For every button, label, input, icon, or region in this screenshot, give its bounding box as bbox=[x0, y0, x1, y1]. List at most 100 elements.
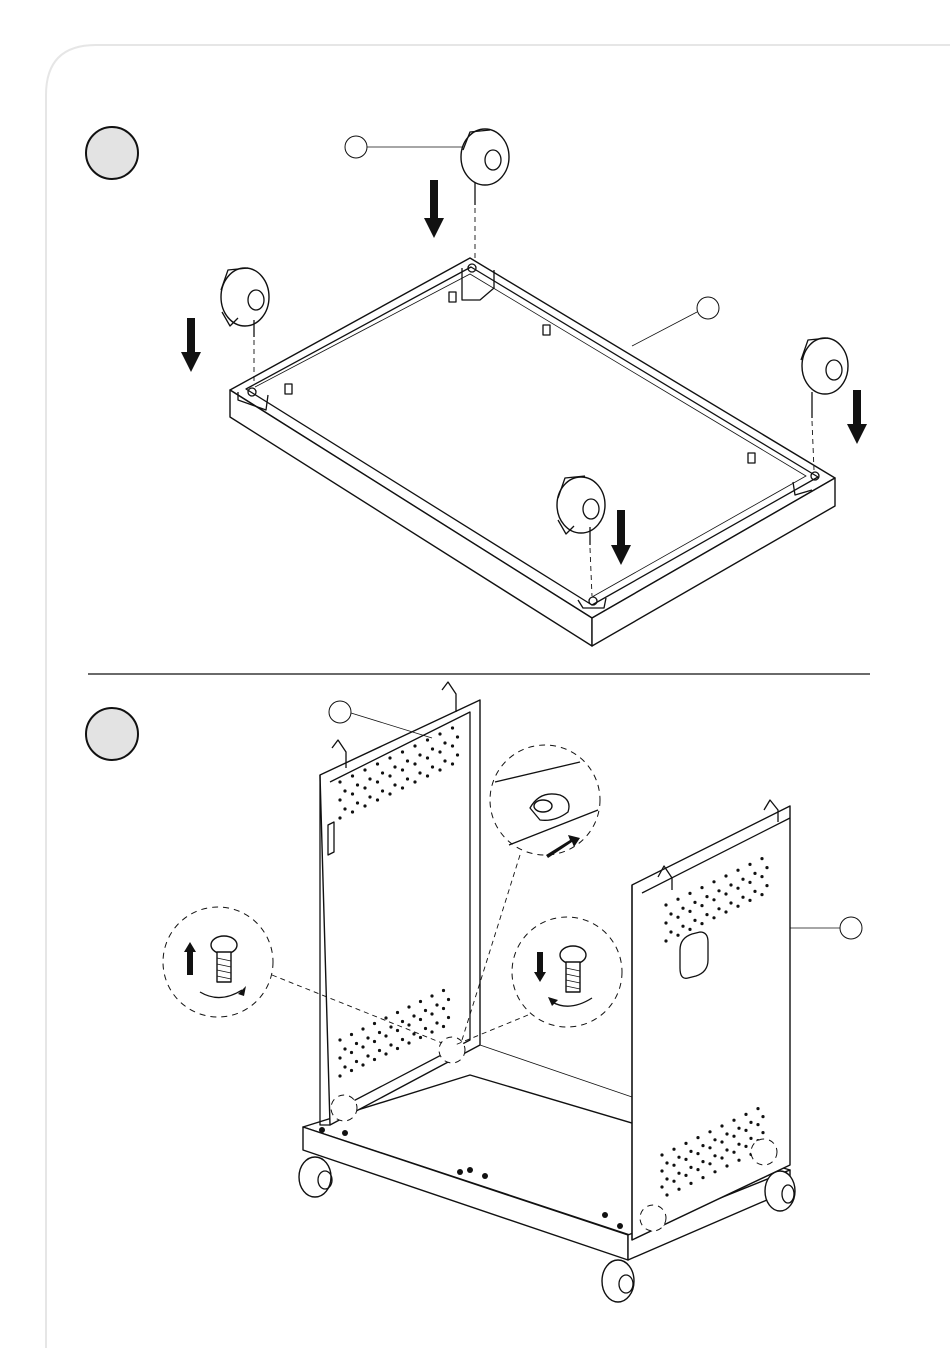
perforation-hole bbox=[447, 998, 450, 1001]
perforation-hole bbox=[373, 1022, 376, 1025]
perforation-hole bbox=[388, 774, 391, 777]
perforation-hole bbox=[729, 901, 732, 904]
perforation-hole bbox=[660, 1185, 663, 1188]
perforation-hole bbox=[705, 913, 708, 916]
perforation-hole bbox=[736, 869, 739, 872]
perforation-hole bbox=[363, 804, 366, 807]
perforation-hole bbox=[363, 768, 366, 771]
perforation-hole bbox=[356, 801, 359, 804]
perforation-hole bbox=[351, 810, 354, 813]
perforation-hole bbox=[677, 1188, 680, 1191]
perforation-hole bbox=[396, 1011, 399, 1014]
perforation-hole bbox=[343, 807, 346, 810]
perforation-hole bbox=[713, 1170, 716, 1173]
perforation-hole bbox=[355, 1060, 358, 1063]
perforation-hole bbox=[442, 1007, 445, 1010]
perforation-hole bbox=[373, 1040, 376, 1043]
perforation-hole bbox=[418, 753, 421, 756]
perforation-hole bbox=[676, 934, 679, 937]
step-1-badge bbox=[86, 127, 138, 179]
perforation-hole bbox=[443, 759, 446, 762]
perforation-hole bbox=[688, 928, 691, 931]
perforation-hole bbox=[456, 735, 459, 738]
perforation-hole bbox=[435, 1021, 438, 1024]
perforation-hole bbox=[761, 1131, 764, 1134]
perforation-hole bbox=[688, 892, 691, 895]
perforation-hole bbox=[672, 1164, 675, 1167]
perforation-hole bbox=[689, 1166, 692, 1169]
perforation-hole bbox=[724, 874, 727, 877]
perforation-hole bbox=[684, 1174, 687, 1177]
perforation-hole bbox=[765, 884, 768, 887]
perforation-hole bbox=[388, 756, 391, 759]
perforation-hole bbox=[696, 1136, 699, 1139]
perforation-hole bbox=[401, 786, 404, 789]
perforation-hole bbox=[741, 896, 744, 899]
perforation-hole bbox=[660, 1153, 663, 1156]
step-1 bbox=[86, 127, 867, 646]
perforation-hole bbox=[338, 780, 341, 783]
perforation-hole bbox=[406, 777, 409, 780]
perforation-hole bbox=[717, 889, 720, 892]
perforation-hole bbox=[753, 872, 756, 875]
perforation-hole bbox=[720, 1124, 723, 1127]
perforation-hole bbox=[393, 783, 396, 786]
perforation-hole bbox=[368, 777, 371, 780]
perforation-hole bbox=[431, 765, 434, 768]
perforation-hole bbox=[681, 925, 684, 928]
perforation-hole bbox=[373, 1058, 376, 1061]
perforation-hole bbox=[343, 789, 346, 792]
perforation-hole bbox=[401, 1020, 404, 1023]
perforation-hole bbox=[700, 922, 703, 925]
perforation-hole bbox=[744, 1145, 747, 1148]
perforation-hole bbox=[741, 878, 744, 881]
wheel-front bbox=[602, 1260, 634, 1302]
perforation-hole bbox=[451, 762, 454, 765]
perforation-hole bbox=[376, 762, 379, 765]
caster-top bbox=[424, 129, 509, 262]
perforation-hole bbox=[430, 1012, 433, 1015]
perforation-hole bbox=[701, 1160, 704, 1163]
perforation-hole bbox=[708, 1146, 711, 1149]
perforation-hole bbox=[412, 1032, 415, 1035]
perforation-hole bbox=[701, 1144, 704, 1147]
perforation-hole bbox=[696, 1152, 699, 1155]
perforation-hole bbox=[338, 1038, 341, 1041]
perforation-hole bbox=[744, 1129, 747, 1132]
perforation-hole bbox=[338, 798, 341, 801]
perforation-hole bbox=[701, 1176, 704, 1179]
perforation-hole bbox=[381, 771, 384, 774]
perforation-hole bbox=[748, 863, 751, 866]
perforation-hole bbox=[388, 792, 391, 795]
perforation-hole bbox=[361, 1063, 364, 1066]
perforation-hole bbox=[351, 792, 354, 795]
perforation-hole bbox=[713, 1154, 716, 1157]
perforation-hole bbox=[705, 895, 708, 898]
perforation-hole bbox=[669, 912, 672, 915]
perforation-hole bbox=[419, 1036, 422, 1039]
perforation-hole bbox=[401, 750, 404, 753]
perforation-hole bbox=[442, 989, 445, 992]
caster-left bbox=[181, 268, 269, 385]
perforation-hole bbox=[737, 1127, 740, 1130]
perforation-hole bbox=[748, 881, 751, 884]
perforation-hole bbox=[665, 1161, 668, 1164]
caster-right bbox=[801, 338, 867, 470]
perforation-hole bbox=[451, 726, 454, 729]
right-side-panel bbox=[632, 800, 790, 1240]
perforation-hole bbox=[366, 1036, 369, 1039]
perforation-hole bbox=[676, 898, 679, 901]
perforation-hole bbox=[720, 1140, 723, 1143]
perforation-hole bbox=[366, 1054, 369, 1057]
perforation-hole bbox=[669, 930, 672, 933]
perforation-hole bbox=[696, 1168, 699, 1171]
perforation-hole bbox=[361, 1027, 364, 1030]
perforation-hole bbox=[424, 1027, 427, 1030]
perforation-hole bbox=[418, 771, 421, 774]
perforation-hole bbox=[756, 1107, 759, 1110]
perforation-hole bbox=[426, 756, 429, 759]
down-arrow-icon bbox=[847, 390, 867, 444]
callout-left-side-panel bbox=[329, 701, 351, 723]
down-arrow-icon bbox=[181, 318, 201, 372]
perforation-hole bbox=[430, 1030, 433, 1033]
